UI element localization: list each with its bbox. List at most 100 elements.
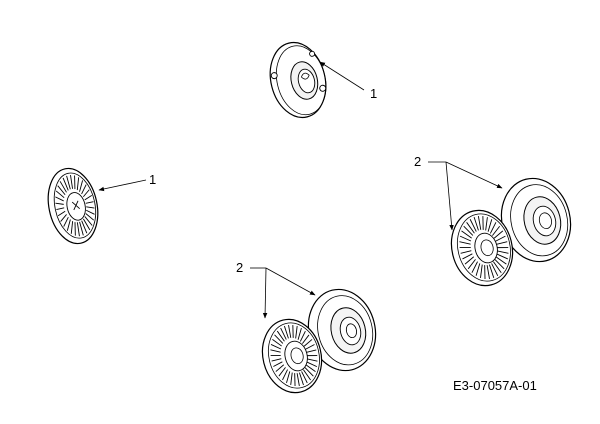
spoke-slot bbox=[301, 371, 308, 384]
spoke-slot bbox=[57, 210, 66, 217]
spoke-slot bbox=[302, 334, 310, 344]
spoke-slot bbox=[272, 339, 282, 347]
spoke-slot bbox=[283, 325, 289, 339]
spoke-slot bbox=[70, 221, 74, 234]
spoke-slot bbox=[296, 373, 300, 387]
spoke-slot bbox=[286, 371, 291, 383]
spoke-slot bbox=[460, 250, 472, 254]
spoke-slot bbox=[303, 339, 313, 347]
callout-bottom-pair: 2 bbox=[236, 260, 243, 275]
spoke-slot bbox=[280, 327, 287, 340]
spoke-slot bbox=[485, 217, 488, 231]
spoke-slot bbox=[299, 372, 304, 386]
spoke-slot bbox=[76, 222, 80, 237]
spoke-slot bbox=[59, 181, 67, 193]
drawing-code: E3-07057A-01 bbox=[453, 378, 537, 393]
spoke-slot bbox=[273, 361, 283, 367]
spoke-slot bbox=[459, 235, 472, 242]
spoke-slot bbox=[62, 177, 69, 191]
spoke-slot bbox=[83, 189, 90, 198]
bottom-pair-part bbox=[261, 288, 377, 394]
spoke-slot bbox=[282, 369, 288, 381]
spoke-slot bbox=[63, 217, 69, 227]
spoke-slot bbox=[304, 367, 314, 377]
spoke-slot bbox=[271, 358, 282, 362]
spoke-slot bbox=[278, 367, 286, 377]
spoke-slot bbox=[55, 190, 65, 199]
spoke-slot bbox=[497, 247, 509, 249]
spoke-slot bbox=[274, 334, 284, 344]
spoke-slot bbox=[477, 215, 482, 230]
spoke-slot bbox=[56, 207, 65, 210]
spoke-slot bbox=[496, 253, 509, 260]
spoke-slot bbox=[464, 256, 475, 265]
spoke-slot bbox=[55, 196, 64, 202]
spoke-slot bbox=[469, 219, 477, 232]
spoke-slot bbox=[85, 213, 95, 221]
spoke-slot bbox=[473, 216, 479, 231]
callout-left-wheel: 1 bbox=[149, 172, 156, 187]
spoke-slot bbox=[288, 324, 292, 338]
callout-right-pair: 2 bbox=[414, 154, 421, 169]
spoke-slot bbox=[303, 369, 311, 381]
right-pair-part bbox=[450, 177, 572, 287]
spoke-slot bbox=[270, 349, 281, 353]
leader-lines bbox=[98, 61, 503, 319]
left-wheel-cover-part bbox=[47, 167, 99, 245]
spoke-slot bbox=[297, 328, 302, 340]
spoke-slot bbox=[81, 220, 88, 234]
spoke-slot bbox=[482, 216, 484, 230]
spoke-slot bbox=[270, 344, 282, 350]
spoke-slot bbox=[307, 355, 318, 357]
spoke-slot bbox=[493, 230, 504, 239]
spoke-slot bbox=[305, 364, 316, 373]
spoke-slot bbox=[70, 174, 74, 189]
spoke-slot bbox=[459, 246, 471, 248]
spoke-slot bbox=[79, 221, 84, 236]
spoke-slot bbox=[74, 175, 76, 190]
spoke-slot bbox=[81, 184, 87, 195]
spoke-slot bbox=[306, 349, 317, 353]
spoke-slot bbox=[467, 259, 476, 270]
spoke-slot bbox=[480, 264, 483, 278]
spoke-slot bbox=[66, 175, 71, 190]
spoke-slot bbox=[487, 219, 493, 232]
spoke-slot bbox=[83, 218, 91, 231]
callout-top-hubcap: 1 bbox=[370, 86, 377, 101]
spoke-slot bbox=[60, 214, 67, 222]
spoke-slot bbox=[305, 344, 315, 350]
spoke-slot bbox=[85, 201, 94, 204]
spoke-slot bbox=[294, 373, 296, 386]
spoke-slot bbox=[295, 326, 298, 339]
spoke-slot bbox=[276, 330, 285, 342]
spoke-slot bbox=[290, 372, 293, 385]
spoke-slot bbox=[66, 219, 71, 231]
spoke-slot bbox=[496, 241, 508, 245]
spoke-slot bbox=[495, 256, 507, 265]
spoke-slot bbox=[463, 225, 474, 236]
spoke-slot bbox=[462, 253, 473, 260]
spoke-slot bbox=[84, 216, 93, 226]
spoke-slot bbox=[466, 222, 475, 234]
spoke-slot bbox=[489, 222, 497, 234]
spoke-slot bbox=[79, 180, 84, 192]
spoke-slot bbox=[74, 222, 76, 236]
spoke-slot bbox=[484, 265, 486, 279]
spoke-slot bbox=[461, 230, 472, 239]
top-hubcap-part bbox=[269, 41, 327, 119]
spoke-slot bbox=[275, 364, 285, 372]
spoke-slot bbox=[57, 185, 66, 196]
spoke-slot bbox=[55, 202, 64, 205]
spoke-slot bbox=[306, 361, 318, 368]
spoke-slot bbox=[489, 264, 495, 279]
spoke-slot bbox=[86, 206, 95, 209]
spoke-slot bbox=[299, 330, 306, 342]
spoke-slot bbox=[486, 265, 490, 280]
spoke-slot bbox=[76, 177, 80, 191]
spoke-slot bbox=[493, 261, 502, 273]
spoke-slot bbox=[307, 358, 318, 362]
spoke-slot bbox=[494, 259, 505, 270]
spoke-slot bbox=[495, 235, 506, 242]
